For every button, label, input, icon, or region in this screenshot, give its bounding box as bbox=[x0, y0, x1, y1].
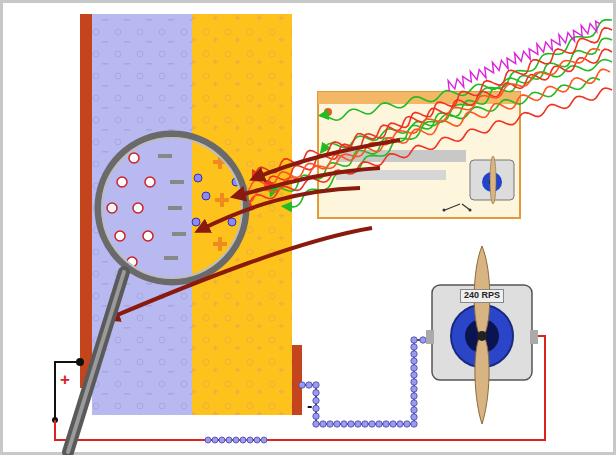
front-electrode bbox=[80, 14, 92, 388]
electron bbox=[306, 382, 312, 388]
electron bbox=[411, 344, 417, 350]
electron bbox=[334, 421, 340, 427]
fixed-negative-ion bbox=[158, 154, 172, 158]
electron bbox=[420, 337, 426, 343]
electron bbox=[192, 218, 200, 226]
electron bbox=[383, 421, 389, 427]
hole bbox=[143, 231, 153, 241]
electron bbox=[313, 413, 319, 419]
electron bbox=[411, 421, 417, 427]
electron bbox=[313, 405, 319, 411]
motor-housing: 240 RPS bbox=[432, 285, 532, 380]
terminal-minus: - bbox=[307, 398, 312, 414]
hole bbox=[133, 203, 143, 213]
rps-display: 240 RPS bbox=[460, 289, 504, 303]
hole bbox=[145, 177, 155, 187]
motor bbox=[426, 246, 538, 424]
back-electrode bbox=[292, 345, 302, 415]
magnifier-handle bbox=[68, 272, 124, 452]
photon-arrow bbox=[110, 228, 372, 318]
magnifier-handle-shine bbox=[68, 272, 124, 452]
light-wave bbox=[266, 28, 612, 189]
hole bbox=[115, 231, 125, 241]
terminal-plus: + bbox=[60, 371, 70, 388]
electron bbox=[362, 421, 368, 427]
electron bbox=[411, 386, 417, 392]
electron bbox=[411, 393, 417, 399]
electron bbox=[411, 351, 417, 357]
electron bbox=[313, 397, 319, 403]
electron bbox=[254, 437, 260, 443]
electron bbox=[390, 421, 396, 427]
photon-arrows bbox=[110, 140, 400, 318]
electron bbox=[397, 421, 403, 427]
electron bbox=[313, 421, 319, 427]
electron bbox=[313, 390, 319, 396]
electron bbox=[247, 437, 253, 443]
light-wave bbox=[239, 69, 610, 194]
light-waves bbox=[231, 20, 612, 207]
magnifier-ring-inner bbox=[102, 138, 242, 278]
electron bbox=[212, 437, 218, 443]
hole bbox=[129, 153, 139, 163]
electron bbox=[404, 421, 410, 427]
electron bbox=[411, 379, 417, 385]
electron bbox=[355, 421, 361, 427]
electron bbox=[240, 437, 246, 443]
electron bbox=[194, 174, 202, 182]
fixed-negative-ion bbox=[168, 206, 182, 210]
electron bbox=[411, 414, 417, 420]
magnifier-ring bbox=[98, 134, 246, 282]
electron bbox=[202, 192, 210, 200]
fixed-positive-ion bbox=[218, 237, 222, 251]
electron bbox=[411, 407, 417, 413]
fixed-positive-ion bbox=[220, 193, 224, 207]
hole bbox=[117, 177, 127, 187]
electron bbox=[261, 437, 267, 443]
light-wave bbox=[243, 88, 612, 207]
fixed-negative-ion bbox=[164, 256, 178, 260]
light-wave bbox=[271, 38, 612, 195]
electron bbox=[341, 421, 347, 427]
photon-arrow bbox=[200, 188, 360, 230]
electron bbox=[299, 382, 305, 388]
electron bbox=[313, 382, 319, 388]
electron bbox=[320, 421, 326, 427]
electron bbox=[219, 437, 225, 443]
light-wave bbox=[231, 49, 600, 204]
magnified-view bbox=[90, 130, 252, 290]
electron bbox=[411, 337, 417, 343]
electron bbox=[327, 421, 333, 427]
electron bbox=[233, 437, 239, 443]
electron bbox=[228, 218, 236, 226]
light-wave bbox=[320, 60, 612, 121]
electron bbox=[411, 400, 417, 406]
hole bbox=[107, 203, 117, 213]
electron bbox=[411, 372, 417, 378]
electron bbox=[369, 421, 375, 427]
electron bbox=[411, 358, 417, 364]
fixed-negative-ion bbox=[170, 180, 184, 184]
electron-wire bbox=[302, 340, 432, 424]
terminal-dot bbox=[76, 358, 84, 366]
electron-chain bbox=[205, 337, 426, 443]
electron bbox=[411, 365, 417, 371]
electron bbox=[348, 421, 354, 427]
electron bbox=[205, 437, 211, 443]
fixed-negative-ion bbox=[172, 232, 186, 236]
light-wave bbox=[448, 21, 600, 91]
electron bbox=[226, 437, 232, 443]
electron bbox=[376, 421, 382, 427]
